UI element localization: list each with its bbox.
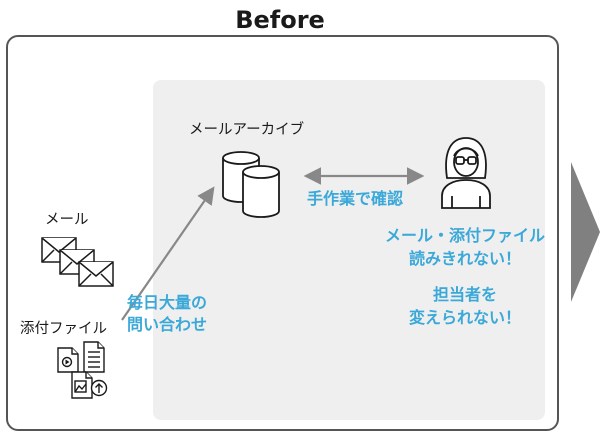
staff-label: 担当者を 変えられない！ <box>376 283 554 329</box>
next-arrow-icon <box>571 162 600 302</box>
manual-check-label: 手作業で確認 <box>307 189 404 208</box>
attachment-label: 添付ファイル <box>20 321 107 337</box>
staff-line2: 変えられない！ <box>408 308 521 327</box>
mail-label: メール <box>45 212 89 228</box>
unreadable-line1: メール・添付ファイル <box>384 226 545 245</box>
diagram-title: Before <box>235 6 325 34</box>
archive-panel <box>153 80 545 420</box>
inbound-arrow <box>121 186 215 321</box>
archive-label: メールアーカイブ <box>189 122 305 138</box>
attachment-files-icon <box>57 341 108 399</box>
database-icon <box>222 151 280 218</box>
unreadable-line2: 読みきれない！ <box>408 249 521 268</box>
before-frame <box>6 35 559 431</box>
staff-line1: 担当者を <box>432 285 497 304</box>
envelope-stack-icon <box>41 237 114 287</box>
unreadable-label: メール・添付ファイル 読みきれない！ <box>376 224 554 270</box>
person-with-glasses-icon <box>441 137 491 209</box>
daily-inquiries-line2: 問い合わせ <box>127 315 208 334</box>
daily-inquiries-line1: 毎日大量の <box>127 293 208 312</box>
daily-inquiries-label: 毎日大量の 問い合わせ <box>127 292 207 336</box>
